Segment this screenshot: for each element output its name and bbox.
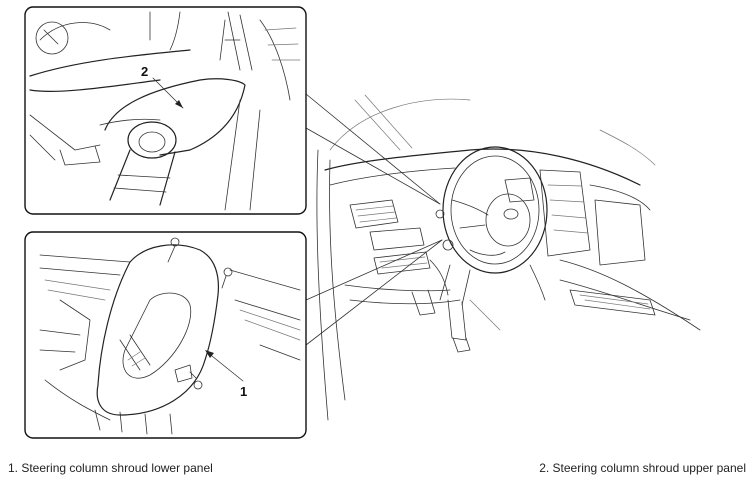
caption-upper-panel: 2. Steering column shroud upper panel bbox=[539, 461, 746, 475]
screw-bottom bbox=[189, 371, 203, 390]
caption-lower-panel: 1. Steering column shroud lower panel bbox=[8, 461, 213, 475]
callout-lower-panel: 1 bbox=[240, 384, 247, 399]
lower-shroud-detail-panel: 1 bbox=[24, 231, 307, 439]
zoom-connector-lines bbox=[305, 93, 443, 346]
dashboard-overview bbox=[316, 94, 701, 421]
screw-top bbox=[167, 237, 180, 263]
screw-right bbox=[221, 267, 233, 289]
callout-upper-panel: 2 bbox=[141, 64, 148, 79]
upper-shroud-detail-panel: 2 bbox=[24, 6, 307, 215]
